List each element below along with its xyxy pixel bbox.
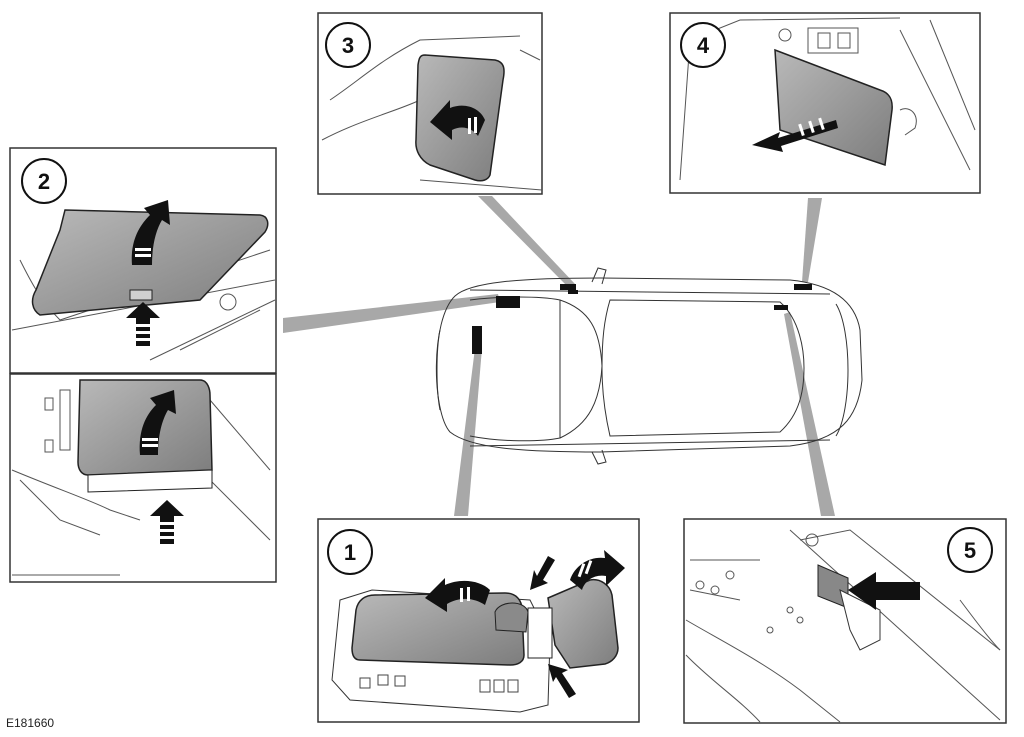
connector-lines bbox=[283, 196, 835, 516]
car-front-grille bbox=[436, 329, 441, 411]
car-roof bbox=[601, 299, 805, 437]
car-windshield bbox=[559, 299, 603, 439]
location-markers bbox=[472, 284, 812, 354]
striped-arrow-icon bbox=[126, 302, 160, 346]
callout-4: 4 bbox=[697, 33, 710, 58]
panel-2-upper: 2 bbox=[9, 147, 277, 374]
panel-4: 4 bbox=[669, 12, 981, 194]
straight-arrow-icon bbox=[530, 556, 576, 698]
marker-2 bbox=[496, 296, 520, 308]
clip-cover bbox=[547, 578, 619, 669]
callout-1-circle bbox=[327, 529, 373, 575]
marker-3b bbox=[568, 290, 578, 294]
callout-2: 2 bbox=[38, 169, 50, 194]
straight-arrow-icon bbox=[848, 572, 920, 610]
car-hood-line bbox=[469, 296, 561, 442]
callout-1: 1 bbox=[344, 540, 356, 565]
curved-arrow-icon bbox=[570, 550, 625, 590]
callout-5: 5 bbox=[964, 538, 976, 563]
panel-1: 1 bbox=[317, 518, 640, 723]
callout-3: 3 bbox=[342, 33, 354, 58]
straight-arrow-icon bbox=[752, 117, 838, 152]
marker-5 bbox=[774, 305, 788, 310]
curved-arrow-icon bbox=[430, 100, 485, 140]
striped-arrow-icon bbox=[150, 500, 184, 544]
curved-arrow-icon bbox=[425, 578, 490, 612]
panel-3: 3 bbox=[317, 12, 543, 195]
car-side-line-bottom bbox=[469, 439, 831, 447]
figure-id: E181660 bbox=[6, 716, 55, 730]
callout-4-circle bbox=[680, 22, 726, 68]
marker-3 bbox=[560, 284, 576, 290]
curved-arrow-icon bbox=[131, 200, 170, 265]
connector-panel-4 bbox=[802, 198, 822, 282]
callout-3-circle bbox=[325, 22, 371, 68]
connector-panel-5 bbox=[784, 312, 835, 516]
curved-arrow-icon bbox=[139, 390, 176, 455]
car-mirror-bottom bbox=[591, 449, 607, 465]
marker-4 bbox=[794, 284, 812, 290]
connector-panel-2 bbox=[283, 294, 500, 333]
callout-2-circle bbox=[21, 158, 67, 204]
marker-1 bbox=[472, 326, 482, 354]
connector-panel-1 bbox=[454, 348, 482, 516]
panel-5: 5 bbox=[683, 518, 1007, 724]
connector-panel-3 bbox=[478, 196, 575, 287]
fuse-box-lid bbox=[351, 592, 525, 666]
callout-5-circle bbox=[947, 527, 993, 573]
car-mirror-top bbox=[591, 267, 607, 285]
panel-2-lower bbox=[9, 373, 277, 583]
car-side-line-top bbox=[469, 289, 831, 295]
car-rear bbox=[835, 303, 849, 437]
